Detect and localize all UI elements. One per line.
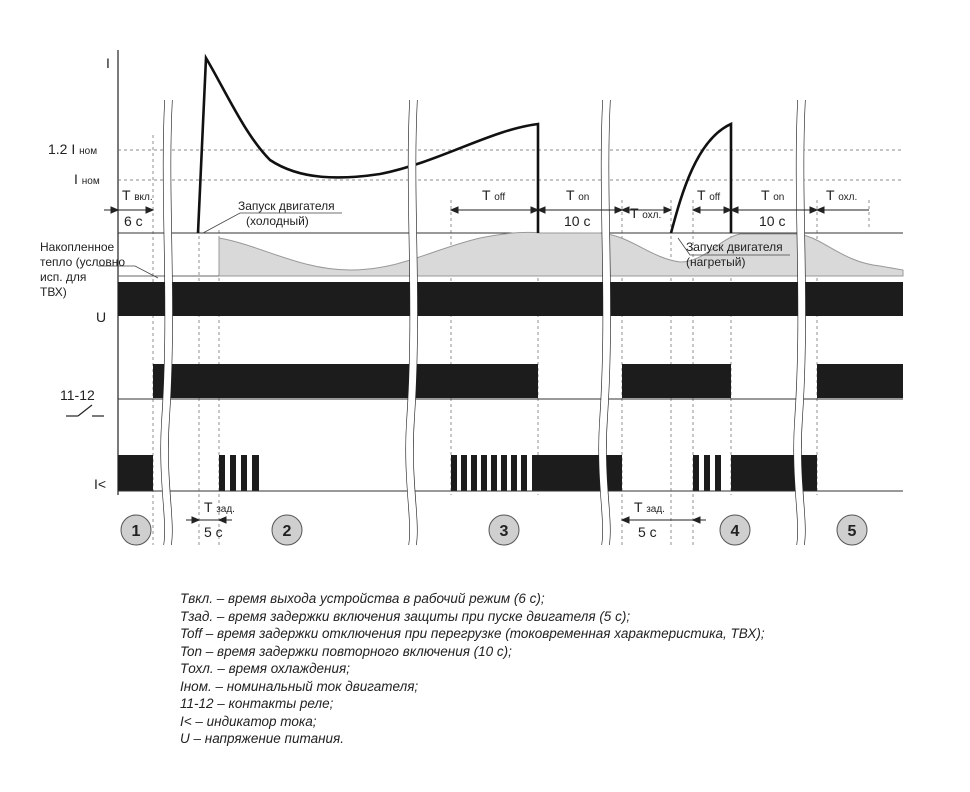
indicator-bars: [118, 455, 817, 491]
t-zad-value-1: 5 с: [204, 524, 223, 540]
legend-text: – номинальный ток двигателя;: [211, 678, 419, 694]
legend-text: – время задержки повторного включения (1…: [202, 643, 512, 659]
stage-1: 1: [120, 514, 152, 546]
heat-note-2: тепло (условно: [40, 255, 125, 269]
t-on-label-2: T on: [761, 187, 784, 203]
legend-row: Toff – время задержки отключения при пер…: [180, 625, 920, 643]
legend-row: Tзад. – время задержки включения защиты …: [180, 608, 920, 626]
legend-row: Iном. – номинальный ток двигателя;: [180, 678, 920, 696]
t-ohl-label-1: T охл.: [630, 205, 661, 221]
heat-note-3: исп. для: [40, 270, 86, 284]
legend-symbol: Tзад.: [180, 608, 214, 624]
current-curve-hot: [669, 121, 733, 234]
interval-arrows: [104, 206, 869, 524]
t-vkl-label: T вкл.: [122, 187, 153, 203]
legend-text: – индикатор тока;: [191, 713, 317, 729]
legend-row: Tвкл. – время выхода устройства в рабочи…: [180, 590, 920, 608]
heat-area: [118, 232, 904, 277]
break-gaps: [161, 100, 806, 545]
indicator-label: I<: [94, 476, 106, 492]
i-nom-label: I ном: [74, 171, 100, 187]
relay-bars: [153, 364, 903, 398]
legend-symbol: I<: [180, 713, 192, 729]
legend-text: – время охлаждения;: [213, 661, 350, 676]
legend-symbol: Tвкл.: [180, 591, 214, 606]
legend-row: U – напряжение питания.: [180, 730, 920, 748]
start-cold-note-2: (холодный): [246, 214, 309, 228]
stage-2: 2: [271, 514, 303, 546]
level-lines: [118, 149, 903, 181]
start-hot-note-2: (нагретый): [686, 255, 745, 269]
legend-symbol: 11-12: [180, 696, 214, 711]
t-on-value-1: 10 с: [564, 213, 590, 229]
legend-text: – время задержки включения защиты при пу…: [213, 608, 631, 624]
t-on-label-1: T on: [566, 187, 589, 203]
t-off-label-1: T off: [482, 187, 505, 203]
stage-4: 4: [719, 514, 751, 546]
heat-note-1: Накопленное: [40, 240, 115, 254]
svg-text:4: 4: [731, 523, 740, 540]
legend: Tвкл. – время выхода устройства в рабочи…: [180, 590, 920, 748]
svg-text:2: 2: [283, 523, 292, 540]
legend-row: Tохл. – время охлаждения;: [180, 660, 920, 678]
start-cold-note-1: Запуск двигателя: [238, 199, 335, 213]
t-on-value-2: 10 с: [759, 213, 785, 229]
svg-text:1: 1: [132, 523, 141, 540]
t-zad-label-1: T зад.: [204, 499, 235, 515]
current-axis-label: I: [106, 55, 110, 71]
t-zad-label-2: T зад.: [634, 499, 665, 515]
i-12-label: 1.2 I ном: [48, 141, 97, 157]
legend-row: 11-12 – контакты реле;: [180, 695, 920, 713]
legend-symbol: Iном.: [180, 678, 212, 694]
legend-text: – время задержки отключения при перегруз…: [202, 626, 765, 641]
t-vkl-value: 6 с: [124, 213, 143, 229]
leader-lines: [98, 212, 790, 279]
t-zad-value-2: 5 с: [638, 524, 657, 540]
voltage-bar: [118, 282, 903, 316]
legend-row: Ton – время задержки повторного включени…: [180, 643, 920, 661]
voltage-label: U: [96, 309, 106, 325]
relay-switch-icon: [66, 404, 104, 417]
legend-row: I< – индикатор тока;: [180, 713, 920, 731]
legend-symbol: Ton: [180, 643, 203, 659]
stage-5: 5: [836, 514, 868, 546]
stage-markers: 1 2 3 4 5: [120, 514, 868, 546]
legend-symbol: Toff: [180, 626, 203, 641]
legend-text: – контакты реле;: [213, 696, 334, 711]
heat-note-4: ТВХ): [40, 285, 67, 299]
relay-label: 11-12: [60, 387, 95, 403]
start-hot-note-1: Запуск двигателя: [686, 240, 783, 254]
svg-text:5: 5: [848, 523, 857, 540]
legend-text: – время выхода устройства в рабочий режи…: [213, 591, 545, 606]
stage-3: 3: [488, 514, 520, 546]
current-curve: [196, 53, 540, 234]
legend-symbol: U: [180, 731, 190, 746]
t-ohl-label-2: T охл.: [826, 187, 857, 203]
legend-symbol: Tохл.: [180, 661, 214, 676]
t-off-label-2: T off: [697, 187, 720, 203]
legend-text: – напряжение питания.: [189, 731, 344, 746]
svg-text:3: 3: [500, 523, 509, 540]
